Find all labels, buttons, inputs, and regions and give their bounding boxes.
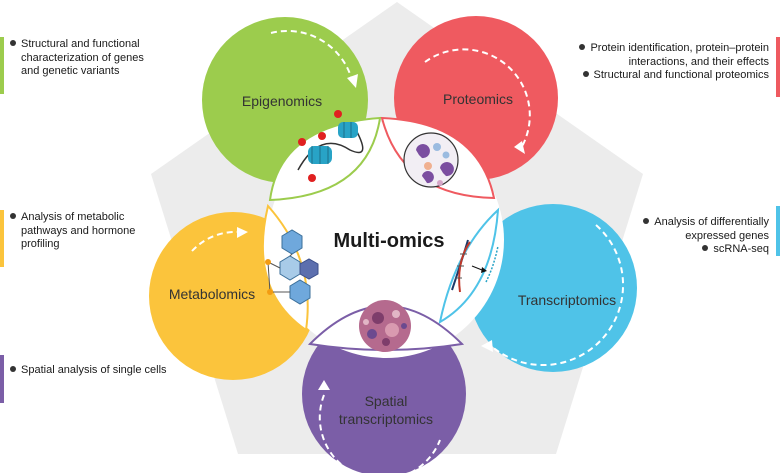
spatial-annotation: Spatial analysis of single cells xyxy=(10,364,167,378)
annotation-line: Analysis of metabolic xyxy=(21,211,125,223)
annotation-line: expressed genes xyxy=(685,229,769,242)
annotation-line: profiling xyxy=(21,238,60,250)
annotation-line: characterization of genes xyxy=(21,51,144,64)
transcriptomics-annotation-bar xyxy=(776,206,780,256)
epigenomics-annotation-bar xyxy=(0,37,4,94)
metabolomics-annotation: Analysis of metabolic pathways and hormo… xyxy=(10,211,135,252)
proteomics-annotation: Protein identification, protein–protein … xyxy=(579,42,769,83)
tissue-section-icon xyxy=(359,300,411,352)
spatial-annotation-bar xyxy=(0,355,4,403)
center-title: Multi-omics xyxy=(333,230,444,252)
proteomics-label: Proteomics xyxy=(443,91,513,107)
annotation-line: Analysis of differentially xyxy=(654,216,769,228)
annotation-line: interactions, and their effects xyxy=(628,55,769,68)
annotation-line: pathways and hormone xyxy=(21,224,136,237)
transcriptomics-annotation: Analysis of differentially expressed gen… xyxy=(643,216,769,257)
bullet-icon xyxy=(643,218,650,224)
transcriptomics-circle[interactable]: Transcriptomics xyxy=(469,204,637,372)
bullet-icon xyxy=(579,44,586,50)
nucleosome-dna-icon xyxy=(297,110,364,182)
transcriptomics-lens xyxy=(438,207,500,324)
annotation-line: Structural and functional xyxy=(21,38,140,50)
metabolite-molecule-icon xyxy=(265,229,319,305)
annotation-line: Spatial analysis of single cells xyxy=(21,364,167,376)
bullet-icon xyxy=(10,213,16,219)
protein-cell-icon xyxy=(403,132,459,188)
annotation-line: Protein identification, protein–protein xyxy=(590,42,769,54)
bullet-icon xyxy=(10,366,16,372)
spatial-label-line2: transcriptomics xyxy=(339,411,433,427)
spatial-transcriptomics-circle[interactable]: Spatial transcriptomics xyxy=(302,312,466,473)
spatial-label-line1: Spatial xyxy=(365,393,408,409)
annotation-line: and genetic variants xyxy=(21,65,120,77)
annotation-line: scRNA-seq xyxy=(713,243,769,255)
dna-rna-icon xyxy=(451,239,499,293)
annotation-line: Structural and functional proteomics xyxy=(593,69,769,81)
metabolomics-annotation-bar xyxy=(0,210,4,267)
transcriptomics-label: Transcriptomics xyxy=(518,292,616,308)
bullet-icon xyxy=(10,40,16,46)
bullet-icon xyxy=(702,245,709,251)
metabolomics-label: Metabolomics xyxy=(169,286,255,302)
epigenomics-annotation: Structural and functional characterizati… xyxy=(10,38,144,79)
proteomics-annotation-bar xyxy=(776,37,780,97)
epigenomics-label: Epigenomics xyxy=(242,93,322,109)
bullet-icon xyxy=(582,71,589,77)
